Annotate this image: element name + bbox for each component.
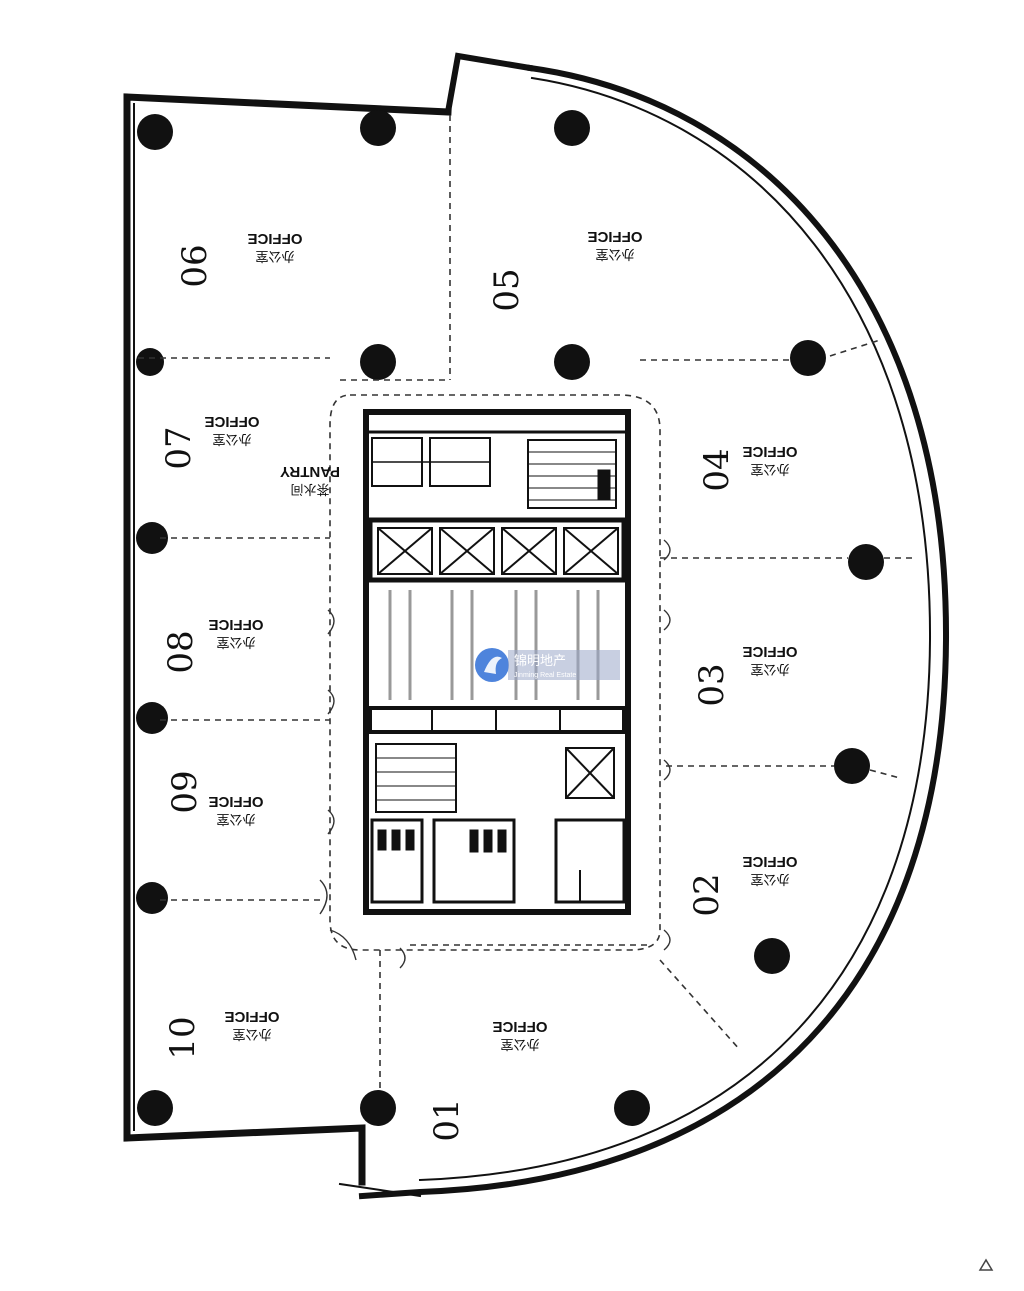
unit-number-08: 08 [161,630,201,673]
outer-walls [123,52,950,1200]
svg-text:办公室: 办公室 [212,431,251,447]
north-notch-wall [444,52,534,116]
service-elevator [565,747,615,799]
unit-number-03: 03 [692,663,732,706]
svg-text:OFFICE: OFFICE [205,413,260,430]
structural-columns [136,110,884,1126]
svg-text:办公室: 办公室 [216,634,255,650]
column [834,748,870,784]
svg-text:OFFICE: OFFICE [225,1008,280,1025]
svg-text:OFFICE: OFFICE [743,853,798,870]
svg-text:OFFICE: OFFICE [493,1018,548,1035]
svg-text:办公室: 办公室 [595,246,634,262]
svg-text:办公室: 办公室 [255,248,294,264]
south-wall [338,1182,422,1198]
column [554,110,590,146]
building-core [363,409,631,915]
column [360,344,396,380]
watermark-name: 锦明地产 [514,654,566,669]
pantry-label-zh: 茶水间 [290,481,329,497]
column [790,340,826,376]
unit-number-02: 02 [687,873,727,916]
column [136,522,168,554]
left-wall [123,93,452,1186]
svg-text:办公室: 办公室 [750,871,789,887]
svg-text:OFFICE: OFFICE [209,793,264,810]
unit-number-06: 06 [175,244,215,287]
unit-number-04: 04 [697,448,737,491]
svg-text:OFFICE: OFFICE [588,228,643,245]
svg-text:OFFICE: OFFICE [743,643,798,660]
svg-text:办公室: 办公室 [232,1026,271,1042]
watermark: 锦明地产 Jinming Real Estate [475,648,620,682]
unit-number-09: 09 [165,770,205,813]
curved-facade-outer [358,64,950,1200]
core-boundary [329,394,661,951]
scan-mark [978,1258,994,1271]
unit-number-10: 10 [163,1016,203,1059]
washroom [370,818,424,904]
stair-south [375,743,457,813]
unit-number-05: 05 [487,268,527,311]
column [137,1090,173,1126]
unit-partitions [138,115,912,1090]
unit-number-07: 07 [159,426,199,469]
washroom [432,818,516,904]
column [137,114,173,150]
stair [527,439,617,509]
svg-text:办公室: 办公室 [750,461,789,477]
watermark-subtitle: Jinming Real Estate [514,672,576,679]
column [136,702,168,734]
column [136,882,168,914]
svg-text:OFFICE: OFFICE [248,230,303,247]
svg-text:OFFICE: OFFICE [743,443,798,460]
column [136,348,164,376]
svg-text:办公室: 办公室 [500,1036,539,1052]
column [848,544,884,580]
column [360,110,396,146]
svg-text:办公室: 办公室 [216,811,255,827]
column [754,938,790,974]
column [360,1090,396,1126]
svg-text:OFFICE: OFFICE [209,616,264,633]
column [614,1090,650,1126]
elevator-lobby [388,590,600,700]
column [554,344,590,380]
core-walls [363,409,631,915]
unit-number-01: 01 [427,1098,467,1141]
svg-text:办公室: 办公室 [750,661,789,677]
elevator-bank-north [377,527,619,575]
unit-labels: 01 02 03 04 05 06 07 08 09 10 [159,244,737,1141]
door-swings [319,539,671,969]
curved-facade-inner [418,76,932,1182]
pantry-label: PANTRY [280,463,340,480]
office-labels: 办公室 OFFICE 办公室 OFFICE 办公室 OFFICE 办公室 OFF… [205,228,798,1052]
